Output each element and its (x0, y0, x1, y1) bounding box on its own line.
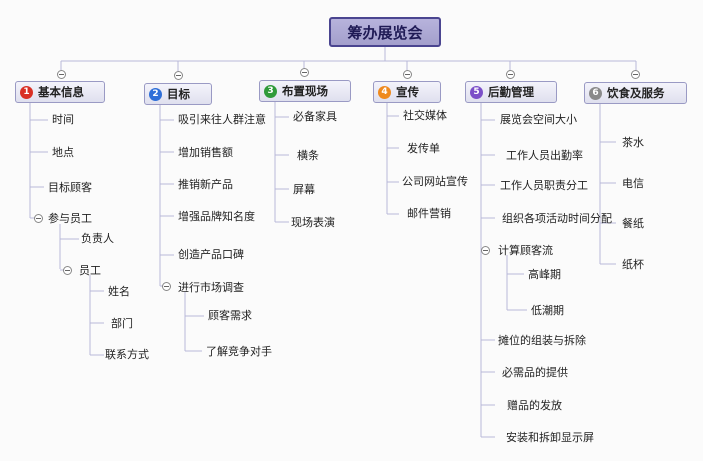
node-staff-duties[interactable]: 工作人员职责分工 (500, 179, 588, 192)
number-badge-3: 3 (264, 84, 277, 98)
collapse-toggle[interactable] (631, 70, 640, 79)
node-banner[interactable]: 横条 (297, 149, 319, 162)
collapse-toggle[interactable] (481, 246, 490, 255)
collapse-toggle[interactable] (174, 71, 183, 80)
node-social-media[interactable]: 社交媒体 (403, 109, 447, 122)
number-badge-5: 5 (470, 85, 483, 99)
collapse-toggle[interactable] (506, 70, 515, 79)
branch-promotion[interactable]: 4 宣传 (373, 81, 441, 103)
node-flyers[interactable]: 发传单 (407, 142, 440, 155)
node-time[interactable]: 时间 (52, 113, 74, 126)
node-manager[interactable]: 负责人 (81, 232, 114, 245)
branch-label: 基本信息 (38, 85, 84, 99)
branch-label: 宣传 (396, 85, 419, 99)
node-low-period[interactable]: 低潮期 (531, 304, 564, 317)
node-attract-attention[interactable]: 吸引来往人群注意 (178, 113, 266, 126)
node-paper-cups[interactable]: 纸杯 (622, 258, 644, 271)
node-peak-period[interactable]: 高峰期 (528, 268, 561, 281)
node-competitors[interactable]: 了解竞争对手 (206, 345, 272, 358)
number-badge-4: 4 (378, 85, 391, 99)
node-live-performance[interactable]: 现场表演 (291, 216, 335, 229)
collapse-toggle[interactable] (300, 68, 309, 77)
node-employees[interactable]: 员工 (79, 264, 101, 277)
branch-catering[interactable]: 6 饮食及服务 (584, 82, 687, 104)
branch-label: 后勤管理 (488, 85, 534, 99)
node-napkins[interactable]: 餐纸 (622, 217, 644, 230)
node-brand-awareness[interactable]: 增强品牌知名度 (178, 210, 255, 223)
node-market-research[interactable]: 进行市场调查 (178, 281, 244, 294)
branch-label: 目标 (167, 87, 190, 101)
branch-goals[interactable]: 2 目标 (144, 83, 212, 105)
node-staff-attendance[interactable]: 工作人员出勤率 (506, 149, 583, 162)
node-booth-assembly[interactable]: 摊位的组装与拆除 (498, 334, 586, 347)
node-website-promotion[interactable]: 公司网站宣传 (402, 175, 468, 188)
branch-site-setup[interactable]: 3 布置现场 (259, 80, 351, 102)
node-screen[interactable]: 屏幕 (293, 183, 315, 196)
node-name[interactable]: 姓名 (108, 285, 130, 298)
node-word-of-mouth[interactable]: 创造产品口碑 (178, 248, 244, 261)
root-topic[interactable]: 筹办展览会 (329, 17, 441, 47)
root-topic-label: 筹办展览会 (347, 23, 423, 42)
collapse-toggle[interactable] (162, 282, 171, 291)
node-contact[interactable]: 联系方式 (105, 348, 149, 361)
branch-basic-info[interactable]: 1 基本信息 (15, 81, 105, 103)
node-target-customers[interactable]: 目标顾客 (48, 181, 92, 194)
node-display-installation[interactable]: 安装和拆卸显示屏 (506, 431, 594, 444)
branch-label: 饮食及服务 (607, 86, 665, 100)
node-customer-needs[interactable]: 顾客需求 (208, 309, 252, 322)
node-tea[interactable]: 茶水 (622, 136, 644, 149)
collapse-toggle[interactable] (57, 70, 66, 79)
number-badge-2: 2 (149, 87, 162, 101)
node-promote-new-product[interactable]: 推销新产品 (178, 178, 233, 191)
node-location[interactable]: 地点 (52, 146, 74, 159)
node-necessities[interactable]: 必需品的提供 (502, 366, 568, 379)
node-department[interactable]: 部门 (111, 317, 133, 330)
node-email-marketing[interactable]: 邮件营销 (407, 207, 451, 220)
node-telecom[interactable]: 电信 (622, 177, 644, 190)
node-furniture[interactable]: 必备家具 (293, 110, 337, 123)
node-increase-sales[interactable]: 增加销售额 (178, 146, 233, 159)
number-badge-1: 1 (20, 85, 33, 99)
collapse-toggle[interactable] (34, 214, 43, 223)
branch-label: 布置现场 (282, 84, 328, 98)
node-staff[interactable]: 参与员工 (48, 212, 92, 225)
node-giveaways[interactable]: 赠品的发放 (507, 399, 562, 412)
branch-logistics[interactable]: 5 后勤管理 (465, 81, 557, 103)
node-customer-flow[interactable]: 计算顾客流 (498, 244, 553, 257)
number-badge-6: 6 (589, 86, 602, 100)
collapse-toggle[interactable] (403, 70, 412, 79)
collapse-toggle[interactable] (63, 266, 72, 275)
node-exhibition-space[interactable]: 展览会空间大小 (500, 113, 577, 126)
node-activity-scheduling[interactable]: 组织各项活动时间分配 (502, 212, 612, 225)
